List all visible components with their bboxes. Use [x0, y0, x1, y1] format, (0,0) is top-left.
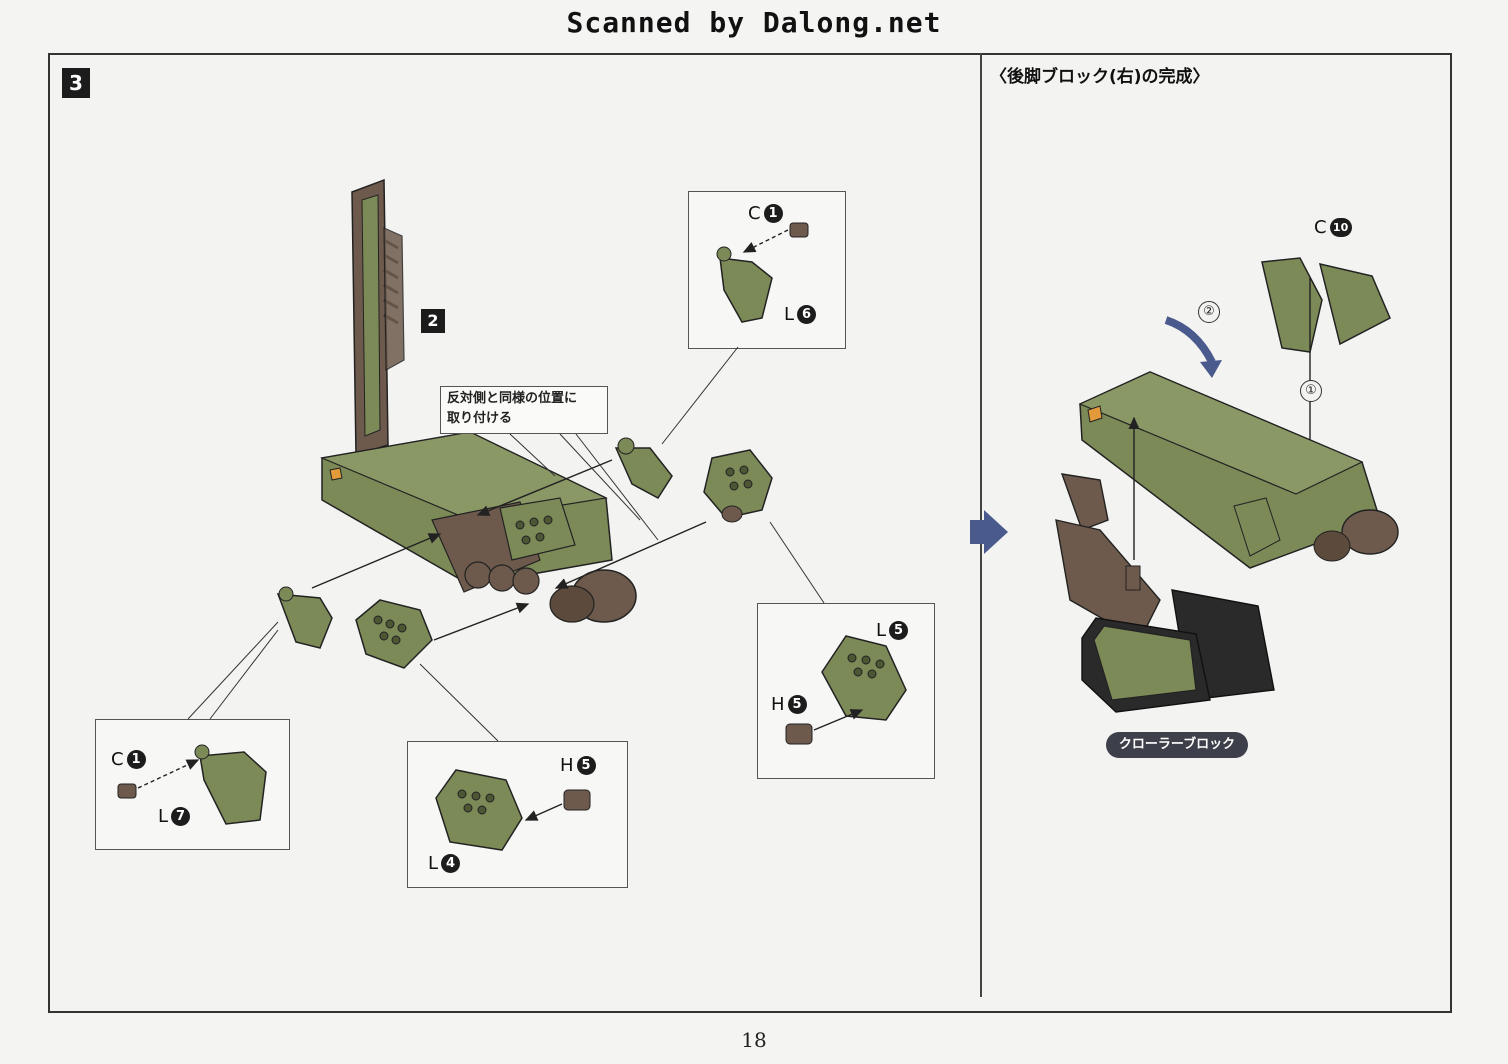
- label-h5-middle: H 5: [560, 755, 596, 776]
- part-letter: C: [111, 749, 124, 770]
- label-c10: C 10: [1314, 217, 1352, 238]
- part-letter: C: [1314, 217, 1327, 238]
- scan-credit: Scanned by Dalong.net: [566, 6, 942, 39]
- part-l6-loose: [614, 437, 673, 499]
- note-line-1: 反対側と同様の位置に: [447, 391, 578, 406]
- part-number-badge: 5: [889, 621, 909, 640]
- completion-title: 〈後脚ブロック(右)の完成〉: [990, 67, 1210, 87]
- order-step-2: ②: [1198, 301, 1220, 323]
- rear-leg-assembly: [319, 178, 637, 623]
- callout-middle-art: [435, 769, 591, 851]
- sub-step-number: 2: [421, 309, 445, 333]
- part-number-badge: 5: [787, 695, 807, 714]
- part-letter: H: [771, 694, 785, 715]
- callout-left-art: [117, 744, 267, 825]
- part-number-badge: 1: [763, 204, 783, 223]
- part-number-badge: 4: [441, 854, 461, 873]
- part-letter: L: [158, 806, 169, 827]
- part-number-badge: 1: [126, 750, 146, 769]
- part-number-badge: 7: [171, 807, 191, 826]
- label-l4: L 4: [428, 853, 461, 874]
- label-l7: L 7: [158, 806, 191, 827]
- attach-note: 反対側と同様の位置に 取り付ける: [440, 386, 608, 434]
- label-h5-right: H 5: [771, 694, 807, 715]
- part-letter: L: [784, 304, 795, 325]
- part-letter: L: [428, 853, 439, 874]
- label-l5: L 5: [876, 620, 909, 641]
- part-letter: C: [748, 203, 761, 224]
- part-l7-loose: [276, 586, 333, 649]
- label-l6: L 6: [784, 304, 817, 325]
- part-number-badge: 10: [1329, 218, 1352, 237]
- crawler-block-label: クローラーブロック: [1106, 732, 1248, 758]
- label-c1-top: C 1: [748, 203, 783, 224]
- note-line-2: 取り付ける: [447, 411, 513, 426]
- order-step-1: ①: [1300, 380, 1322, 402]
- completed-rear-leg: [1055, 257, 1399, 713]
- page-number: 18: [741, 1028, 767, 1052]
- part-letter: L: [876, 620, 887, 641]
- callout-right-art: [785, 635, 907, 745]
- part-letter: H: [560, 755, 574, 776]
- step-number: 3: [62, 68, 90, 98]
- label-c1-left: C 1: [111, 749, 146, 770]
- part-number-badge: 6: [797, 305, 817, 324]
- part-l5-loose: [703, 449, 773, 523]
- next-step-arrow: [970, 510, 1008, 554]
- callout-top-art: [716, 222, 809, 323]
- part-number-badge: 5: [576, 756, 596, 775]
- part-l4-loose: [355, 599, 433, 669]
